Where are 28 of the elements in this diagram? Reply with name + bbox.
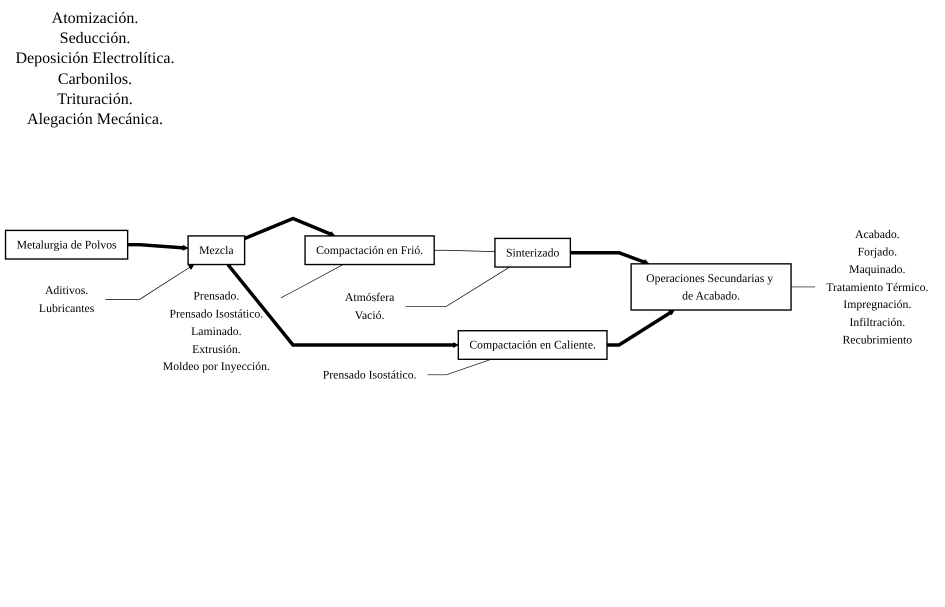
list-item-text: Deposición Electrolítica. (14, 49, 176, 69)
node-text: Acabado. Forjado. Maquinado. Tratamiento Térmico. Impregnación. Infiltración. Recubrimiento (826, 227, 928, 346)
connector (405, 266, 510, 306)
node-box: Compactación en Frió. (304, 234, 435, 265)
node-box: Compactación en Caliente. (458, 330, 608, 360)
node-text: Prensado. Prensado Isostático. Laminado. Extrusión. Moldeo por Inyección. (162, 289, 270, 372)
arrow (570, 250, 650, 264)
arrow (606, 309, 675, 346)
arrow (226, 263, 459, 348)
connector (427, 358, 492, 375)
node-box: Operaciones Secundarias y de Acabado. (630, 262, 792, 310)
node-box: Metalurgia de Polvos (4, 229, 128, 260)
arrow (244, 216, 336, 240)
connector (790, 286, 816, 287)
connector (434, 250, 496, 252)
node-text: Prensado Isostático. (322, 368, 416, 381)
arrow (128, 242, 188, 250)
node-box: Sinterizado (494, 237, 572, 268)
node-text: Aditivos. Lubricantes (38, 284, 94, 314)
list-item-text: Alegación Mecánica. (26, 110, 164, 130)
list-item-text: Seducción. (58, 29, 132, 48)
list-item-text: Trituración. (56, 90, 134, 109)
list-item-text: Carbonilos. (56, 70, 134, 89)
list-item-text: Atomización. (50, 9, 140, 28)
node-text: Atmósfera Vació. (344, 290, 394, 322)
arrow (104, 264, 194, 300)
node-box: Mezcla (187, 234, 246, 265)
connector (280, 264, 344, 298)
